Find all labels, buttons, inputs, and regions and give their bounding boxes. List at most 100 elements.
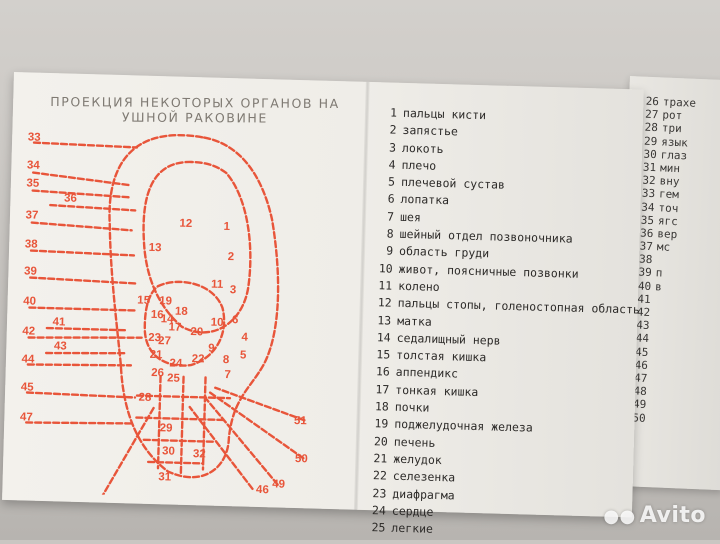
diagram-label-18: 18	[175, 306, 189, 318]
diagram-label-40: 40	[23, 295, 36, 307]
diagram-label-43: 43	[54, 340, 67, 352]
diagram-label-20: 20	[190, 326, 203, 338]
legend-text: плечевой сустав	[400, 175, 506, 192]
legend-number: 18	[374, 399, 389, 414]
legend-text	[652, 359, 653, 372]
legend-number: 8	[386, 226, 394, 241]
legend-text	[656, 254, 657, 267]
diagram-label-33: 33	[28, 131, 41, 143]
diagram-label-7: 7	[224, 369, 231, 381]
diagram-label-29: 29	[160, 422, 173, 434]
diagram-label-14: 14	[161, 313, 175, 325]
legend-text: лопатка	[400, 192, 450, 208]
legend-text: желудок	[393, 451, 442, 468]
legend-number: 23	[372, 485, 387, 501]
legend-number: 17	[375, 381, 390, 397]
legend-number: 9	[386, 243, 394, 259]
legend-text: язык	[661, 134, 689, 150]
legend-text	[654, 293, 655, 306]
legend-text: шейный отдел позвоночника	[399, 226, 573, 246]
pointer-lines	[25, 141, 306, 502]
legend-text: аппендикс	[395, 365, 459, 381]
legend-text	[650, 398, 651, 411]
legend-text: мс	[656, 240, 671, 254]
avito-logo-icon: ●●	[603, 506, 636, 527]
legend-text: рот	[662, 108, 683, 123]
diagram-label-6: 6	[232, 314, 239, 326]
legend-number: 22	[372, 468, 388, 483]
legend-number: 1	[389, 105, 398, 120]
legend-text	[653, 333, 654, 346]
legend-number: 11	[378, 278, 393, 293]
diagram-label-32: 32	[193, 448, 206, 460]
legend-number: 5	[387, 174, 396, 189]
legend-number: 3	[388, 140, 397, 155]
legend-text	[651, 385, 652, 398]
diagram-label-47: 47	[20, 411, 33, 423]
legend-number: 21	[373, 451, 388, 466]
legend-text	[653, 319, 654, 332]
diagram-label-28: 28	[138, 392, 152, 404]
diagram-label-13: 13	[149, 242, 162, 254]
legend-text	[652, 346, 653, 359]
legend-number: 19	[374, 416, 389, 431]
legend-text: колено	[397, 278, 440, 294]
legend-number: 15	[376, 347, 391, 362]
legend-number: 24	[371, 502, 387, 518]
legend-text: точ	[658, 200, 679, 215]
diagram-label-5: 5	[240, 349, 247, 361]
diagram-label-49: 49	[272, 478, 285, 490]
legend-number: 12	[377, 295, 392, 310]
diagram-label-11: 11	[211, 279, 224, 291]
diagram-label-23: 23	[148, 332, 161, 344]
avito-watermark: ●●Avito	[603, 503, 706, 528]
watermark-text: Avito	[639, 503, 706, 528]
helix-outline	[108, 134, 280, 479]
diagram-label-39: 39	[24, 265, 37, 277]
legend-number: 13	[377, 312, 392, 328]
diagram-label-34: 34	[27, 159, 41, 171]
legend-text: локоть	[401, 140, 444, 156]
legend-text: пальцы кисти	[402, 105, 487, 123]
legend-number: 2	[389, 122, 397, 137]
lobe-grid	[135, 375, 232, 477]
legend-text: плечо	[401, 157, 437, 173]
diagram-label-4: 4	[241, 331, 248, 343]
diagram-label-45: 45	[21, 381, 35, 393]
legend-text: седалищный нерв	[396, 330, 501, 348]
diagram-label-19: 19	[159, 295, 172, 307]
diagram-label-51: 51	[294, 415, 308, 427]
legend-text: мин	[659, 161, 681, 176]
diagram-label-21: 21	[150, 349, 164, 361]
legend-text: поджелудочная железа	[394, 417, 533, 435]
legend-text: запястье	[402, 123, 459, 139]
legend-number: 4	[388, 157, 396, 172]
diagram-label-8: 8	[223, 354, 230, 366]
legend-number: 20	[373, 433, 389, 449]
diagram-label-42: 42	[22, 325, 35, 337]
leaflet-sheet: ПРОЕКЦИЯ НЕКОТОРЫХ ОРГАНОВ НА УШНОЙ РАКО…	[2, 72, 644, 536]
legend-text: трахе	[662, 95, 697, 110]
diagram-label-44: 44	[21, 353, 35, 365]
diagram-label-16: 16	[151, 309, 164, 321]
legend-text: тонкая кишка	[395, 382, 479, 399]
diagram-label-27: 27	[158, 335, 171, 347]
legend-number: 14	[376, 330, 391, 345]
diagram-label-38: 38	[25, 238, 39, 250]
legend-text: селезенка	[392, 468, 456, 485]
legend-text: толстая кишка	[396, 347, 487, 365]
diagram-label-24: 24	[169, 357, 183, 369]
diagram-label-22: 22	[191, 353, 204, 365]
legend-text: матка	[397, 313, 433, 329]
diagram-label-30: 30	[162, 445, 175, 457]
legend-text: сердце	[391, 503, 434, 519]
legend-number: 25	[371, 520, 386, 535]
legend-text: печень	[393, 434, 436, 450]
legend-text: глаз	[660, 148, 688, 163]
diagram-label-10: 10	[211, 317, 224, 329]
legend-text: легкие	[391, 520, 434, 536]
diagram-label-15: 15	[137, 295, 151, 307]
diagram-label-37: 37	[25, 209, 38, 221]
diagram-label-35: 35	[26, 177, 40, 189]
